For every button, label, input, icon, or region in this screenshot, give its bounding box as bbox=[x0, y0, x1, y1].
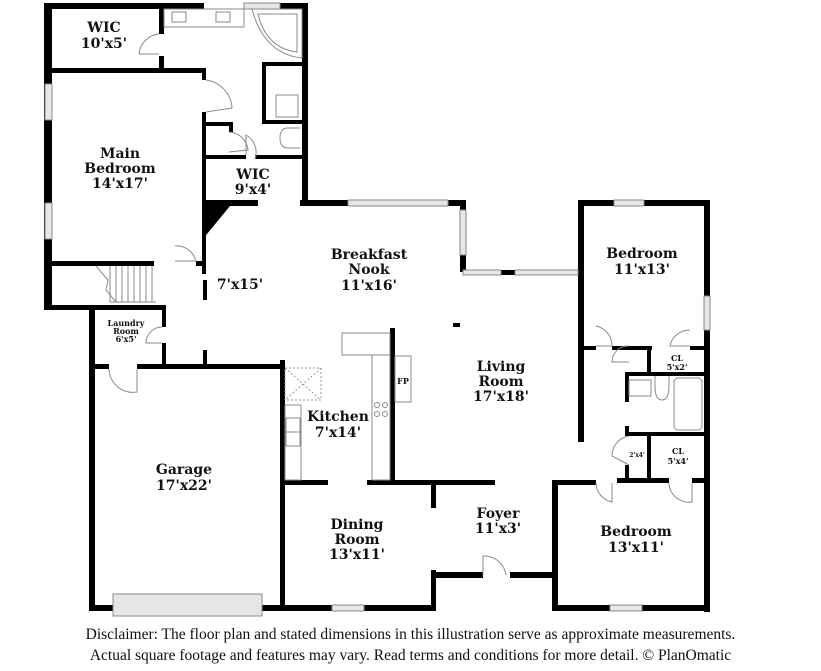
room-label-laundry-1: Laundry bbox=[108, 318, 145, 328]
front-door bbox=[482, 555, 507, 576]
hall-bath-toilet bbox=[654, 376, 670, 401]
windows bbox=[44, 2, 711, 617]
room-labels: WIC 10'x5' Main Bedroom 14'x17' WIC 9'x4… bbox=[81, 20, 688, 563]
room-dims-laundry: 6'x5' bbox=[116, 334, 137, 344]
room-dims-small-closet: 2'x4' bbox=[629, 452, 645, 459]
toilet bbox=[279, 127, 300, 149]
room-label-dining-room-1: Dining bbox=[331, 517, 384, 533]
fireplace bbox=[394, 355, 412, 403]
corner-tub bbox=[251, 8, 303, 59]
room-label-living-room-1: Living bbox=[477, 359, 526, 375]
room-label-breakfast-nook-2: Nook bbox=[348, 262, 389, 278]
room-dims-main-bedroom: 14'x17' bbox=[92, 176, 148, 192]
wc-door bbox=[228, 131, 249, 153]
room-label-closet-1: CL bbox=[671, 353, 683, 363]
room-dims-breakfast-nook: 11'x16' bbox=[341, 278, 397, 294]
room-label-bedroom-3: Bedroom bbox=[600, 524, 672, 540]
wic-2-door bbox=[245, 134, 257, 160]
room-dims-hall: 7'x15' bbox=[217, 277, 263, 293]
room-dims-foyer: 11'x3' bbox=[475, 521, 521, 537]
staircase bbox=[95, 265, 156, 303]
bathtub bbox=[673, 377, 703, 431]
room-label-breakfast-nook-1: Breakfast bbox=[331, 247, 408, 263]
bath-door bbox=[611, 435, 630, 466]
main-bath-door bbox=[205, 79, 233, 113]
bedroom-3-door bbox=[595, 482, 613, 503]
stair-door bbox=[174, 245, 197, 262]
doors bbox=[108, 33, 693, 576]
room-dims-bedroom-2: 11'x13' bbox=[614, 262, 670, 278]
room-label-garage: Garage bbox=[156, 462, 212, 478]
wic-1-door bbox=[138, 33, 160, 55]
room-dims-wic-1: 10'x5' bbox=[81, 36, 127, 52]
floor-plan: WIC 10'x5' Main Bedroom 14'x17' WIC 9'x4… bbox=[44, 2, 711, 617]
kitchen-island bbox=[341, 332, 391, 356]
room-label-dining-room-2: Room bbox=[334, 532, 379, 548]
stove bbox=[374, 402, 388, 417]
walls bbox=[44, 3, 710, 612]
disclaimer: Disclaimer: The floor plan and stated di… bbox=[0, 624, 821, 666]
garage-door bbox=[108, 368, 138, 393]
disclaimer-line-1: Disclaimer: The floor plan and stated di… bbox=[85, 626, 736, 643]
room-label-kitchen: Kitchen bbox=[307, 409, 369, 425]
kitchen-counter-left bbox=[284, 404, 302, 481]
room-dims-bedroom-3: 13'x11' bbox=[608, 540, 664, 556]
shower bbox=[275, 94, 299, 118]
closet-2-door bbox=[668, 482, 693, 503]
room-dims-closet-2: 5'x4' bbox=[668, 456, 689, 466]
room-label-bedroom-2: Bedroom bbox=[606, 246, 678, 262]
room-label-closet-2: CL bbox=[672, 446, 684, 456]
hall-bath-sink bbox=[628, 379, 652, 397]
fixtures bbox=[95, 8, 703, 481]
laundry-door bbox=[145, 326, 163, 344]
room-dims-dining-room: 13'x11' bbox=[329, 547, 385, 563]
bedroom-2-door bbox=[595, 325, 613, 347]
pantry bbox=[284, 367, 322, 401]
room-label-wic-1: WIC bbox=[86, 20, 120, 36]
room-label-laundry-2: Room bbox=[113, 326, 139, 336]
room-dims-kitchen: 7'x14' bbox=[315, 425, 361, 441]
room-dims-closet-1: 5'x2' bbox=[667, 362, 688, 372]
room-label-wic-2: WIC bbox=[235, 167, 269, 183]
closet-1-door bbox=[669, 329, 691, 347]
hall-closet-door bbox=[611, 345, 630, 363]
room-dims-living-room: 17'x18' bbox=[473, 389, 529, 405]
room-dims-garage: 17'x22' bbox=[156, 478, 212, 494]
fireplace-label: FP bbox=[397, 376, 409, 386]
room-label-living-room-2: Room bbox=[478, 374, 523, 390]
kitchen-counter-right bbox=[371, 354, 391, 481]
room-label-foyer: Foyer bbox=[477, 506, 521, 522]
disclaimer-line-2: Actual square footage and features may v… bbox=[89, 647, 732, 664]
room-label-main-bedroom-2: Bedroom bbox=[84, 161, 156, 177]
room-dims-wic-2: 9'x4' bbox=[235, 182, 271, 198]
room-label-main-bedroom-1: Main bbox=[100, 146, 140, 162]
